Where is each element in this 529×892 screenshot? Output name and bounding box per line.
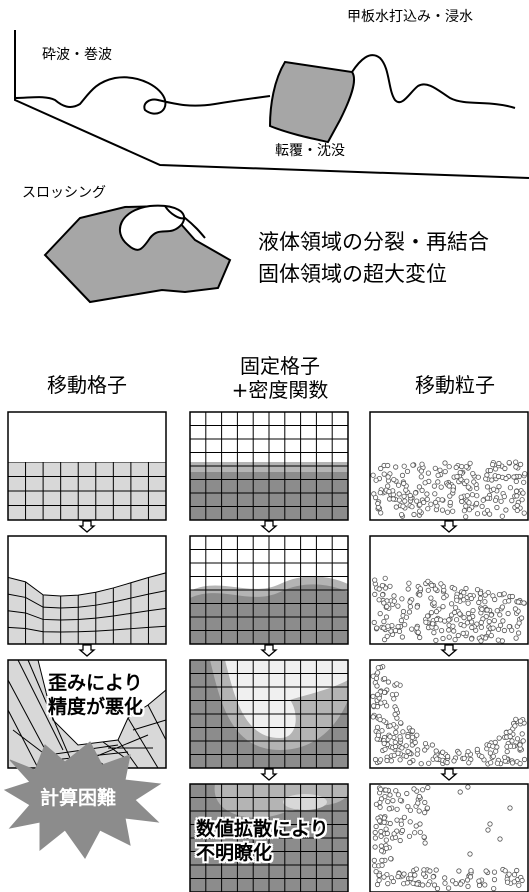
down-arrow-icon	[440, 644, 458, 657]
fixed-mesh-panel-4	[189, 783, 349, 892]
distortion-text-1: 歪みにより	[48, 672, 143, 694]
column-subtitle-density-function: +密度関数	[231, 378, 329, 402]
label-sloshing: スロッシング	[22, 185, 106, 201]
droplet	[497, 836, 503, 842]
fixed-mesh-panel-2	[189, 535, 349, 645]
down-arrow-icon	[440, 520, 458, 533]
down-arrow-icon	[440, 768, 458, 781]
sloshing-tank	[43, 204, 232, 304]
label-capsize: 転覆・沈没	[275, 143, 345, 159]
deck-water-wave	[351, 54, 516, 109]
column-title-moving-mesh: 移動格子	[47, 373, 127, 397]
description-line-1: 液体領域の分裂・再結合	[258, 230, 489, 254]
fixed-mesh-grid-2	[190, 536, 348, 644]
particles-2	[371, 575, 527, 644]
down-arrow-icon	[260, 520, 278, 533]
particles-1	[370, 459, 528, 520]
down-arrow-icon	[78, 520, 96, 533]
diffusion-text-2: 不明瞭化	[196, 842, 273, 864]
label-breaking-wave: 砕波・巻波	[42, 47, 112, 63]
particles-panel-1	[369, 411, 529, 521]
label-deck-water: 甲板水打込み・浸水	[347, 9, 473, 25]
distortion-text-2: 精度が悪化	[48, 696, 144, 718]
particles-panel-4	[369, 783, 529, 892]
moving-mesh-panel-2	[7, 535, 167, 645]
moving-mesh-fluid-2	[7, 572, 167, 645]
droplet	[487, 821, 493, 827]
fixed-mesh-air-3	[225, 660, 348, 738]
wave-surface	[14, 76, 271, 115]
droplet	[485, 827, 491, 833]
down-arrow-icon	[260, 768, 278, 781]
fixed-mesh-panel-3	[189, 659, 349, 769]
description-line-2: 固体領域の超大変位	[258, 262, 447, 286]
particles-3	[370, 664, 528, 767]
sloshing-free-surface	[164, 205, 206, 239]
column-title-moving-particles: 移動粒子	[415, 373, 495, 397]
sea-boundary	[14, 30, 529, 179]
down-arrow-icon	[260, 644, 278, 657]
difficult-text: 計算困難	[40, 787, 117, 809]
droplet	[507, 805, 513, 811]
fixed-mesh-grid-3	[190, 660, 348, 768]
moving-mesh-grid-1	[8, 462, 166, 520]
fixed-mesh-grid-4	[190, 784, 348, 892]
column-title-fixed-mesh: 固定格子	[240, 354, 320, 378]
down-arrow-icon	[78, 644, 96, 657]
fixed-mesh-grid-1	[190, 412, 348, 520]
droplet	[467, 851, 473, 857]
sloshing-air-pocket	[118, 204, 185, 251]
fixed-mesh-diffused-blob	[283, 794, 327, 810]
fixed-mesh-panel-1	[189, 411, 349, 521]
particles-panel-2	[369, 535, 529, 645]
particles-4	[371, 784, 525, 892]
diffusion-text-1: 数値拡散により	[196, 818, 329, 840]
ship-block	[268, 60, 356, 144]
down-arrow-icon	[78, 768, 96, 781]
particles-panel-3	[369, 659, 529, 769]
moving-mesh-panel-1	[7, 411, 167, 521]
